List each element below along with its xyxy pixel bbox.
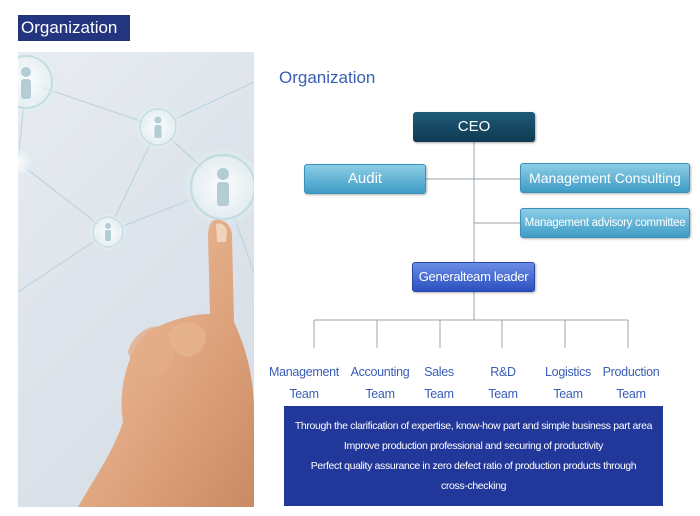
team-label-line1: Logistics xyxy=(545,365,591,379)
team-label-line1: Accounting xyxy=(350,365,410,379)
network-touch-image xyxy=(18,52,254,507)
team-production: Production Team xyxy=(593,361,669,405)
team-label-line2: Team xyxy=(289,387,319,401)
team-label-line2: Team xyxy=(424,387,454,401)
team-sales: Sales Team xyxy=(401,361,477,405)
team-label-line2: Team xyxy=(553,387,583,401)
team-label-line2: Team xyxy=(488,387,518,401)
management-advisory-committee-box: Management advisory committee xyxy=(520,208,690,238)
team-label-line2: Team xyxy=(616,387,646,401)
description-line: Improve production professional and secu… xyxy=(343,440,604,452)
description-line: Perfect quality assurance in zero defect… xyxy=(310,460,637,472)
description-line: cross-checking xyxy=(440,480,507,492)
description-line: Through the clarification of expertise, … xyxy=(294,420,653,432)
description-box: Through the clarification of expertise, … xyxy=(284,406,663,506)
general-team-leader-box: Generalteam leader xyxy=(412,262,535,292)
ceo-box: CEO xyxy=(413,112,535,142)
team-logistics: Logistics Team xyxy=(530,361,606,405)
diagram-title: Organization xyxy=(279,68,376,87)
team-label-line1: Production xyxy=(602,365,660,379)
team-management: Management Team xyxy=(266,361,342,405)
team-label-line2: Team xyxy=(365,387,395,401)
page-title: Organization xyxy=(18,15,130,41)
team-rnd: R&D Team xyxy=(465,361,541,405)
team-accounting: Accounting Team xyxy=(342,361,418,405)
team-label-line1: Management xyxy=(269,365,339,379)
audit-box: Audit xyxy=(304,164,426,194)
team-label-line1: Sales xyxy=(424,365,454,379)
network-illustration xyxy=(18,52,254,507)
management-consulting-box: Management Consulting xyxy=(520,163,690,193)
team-label-line1: R&D xyxy=(490,365,516,379)
